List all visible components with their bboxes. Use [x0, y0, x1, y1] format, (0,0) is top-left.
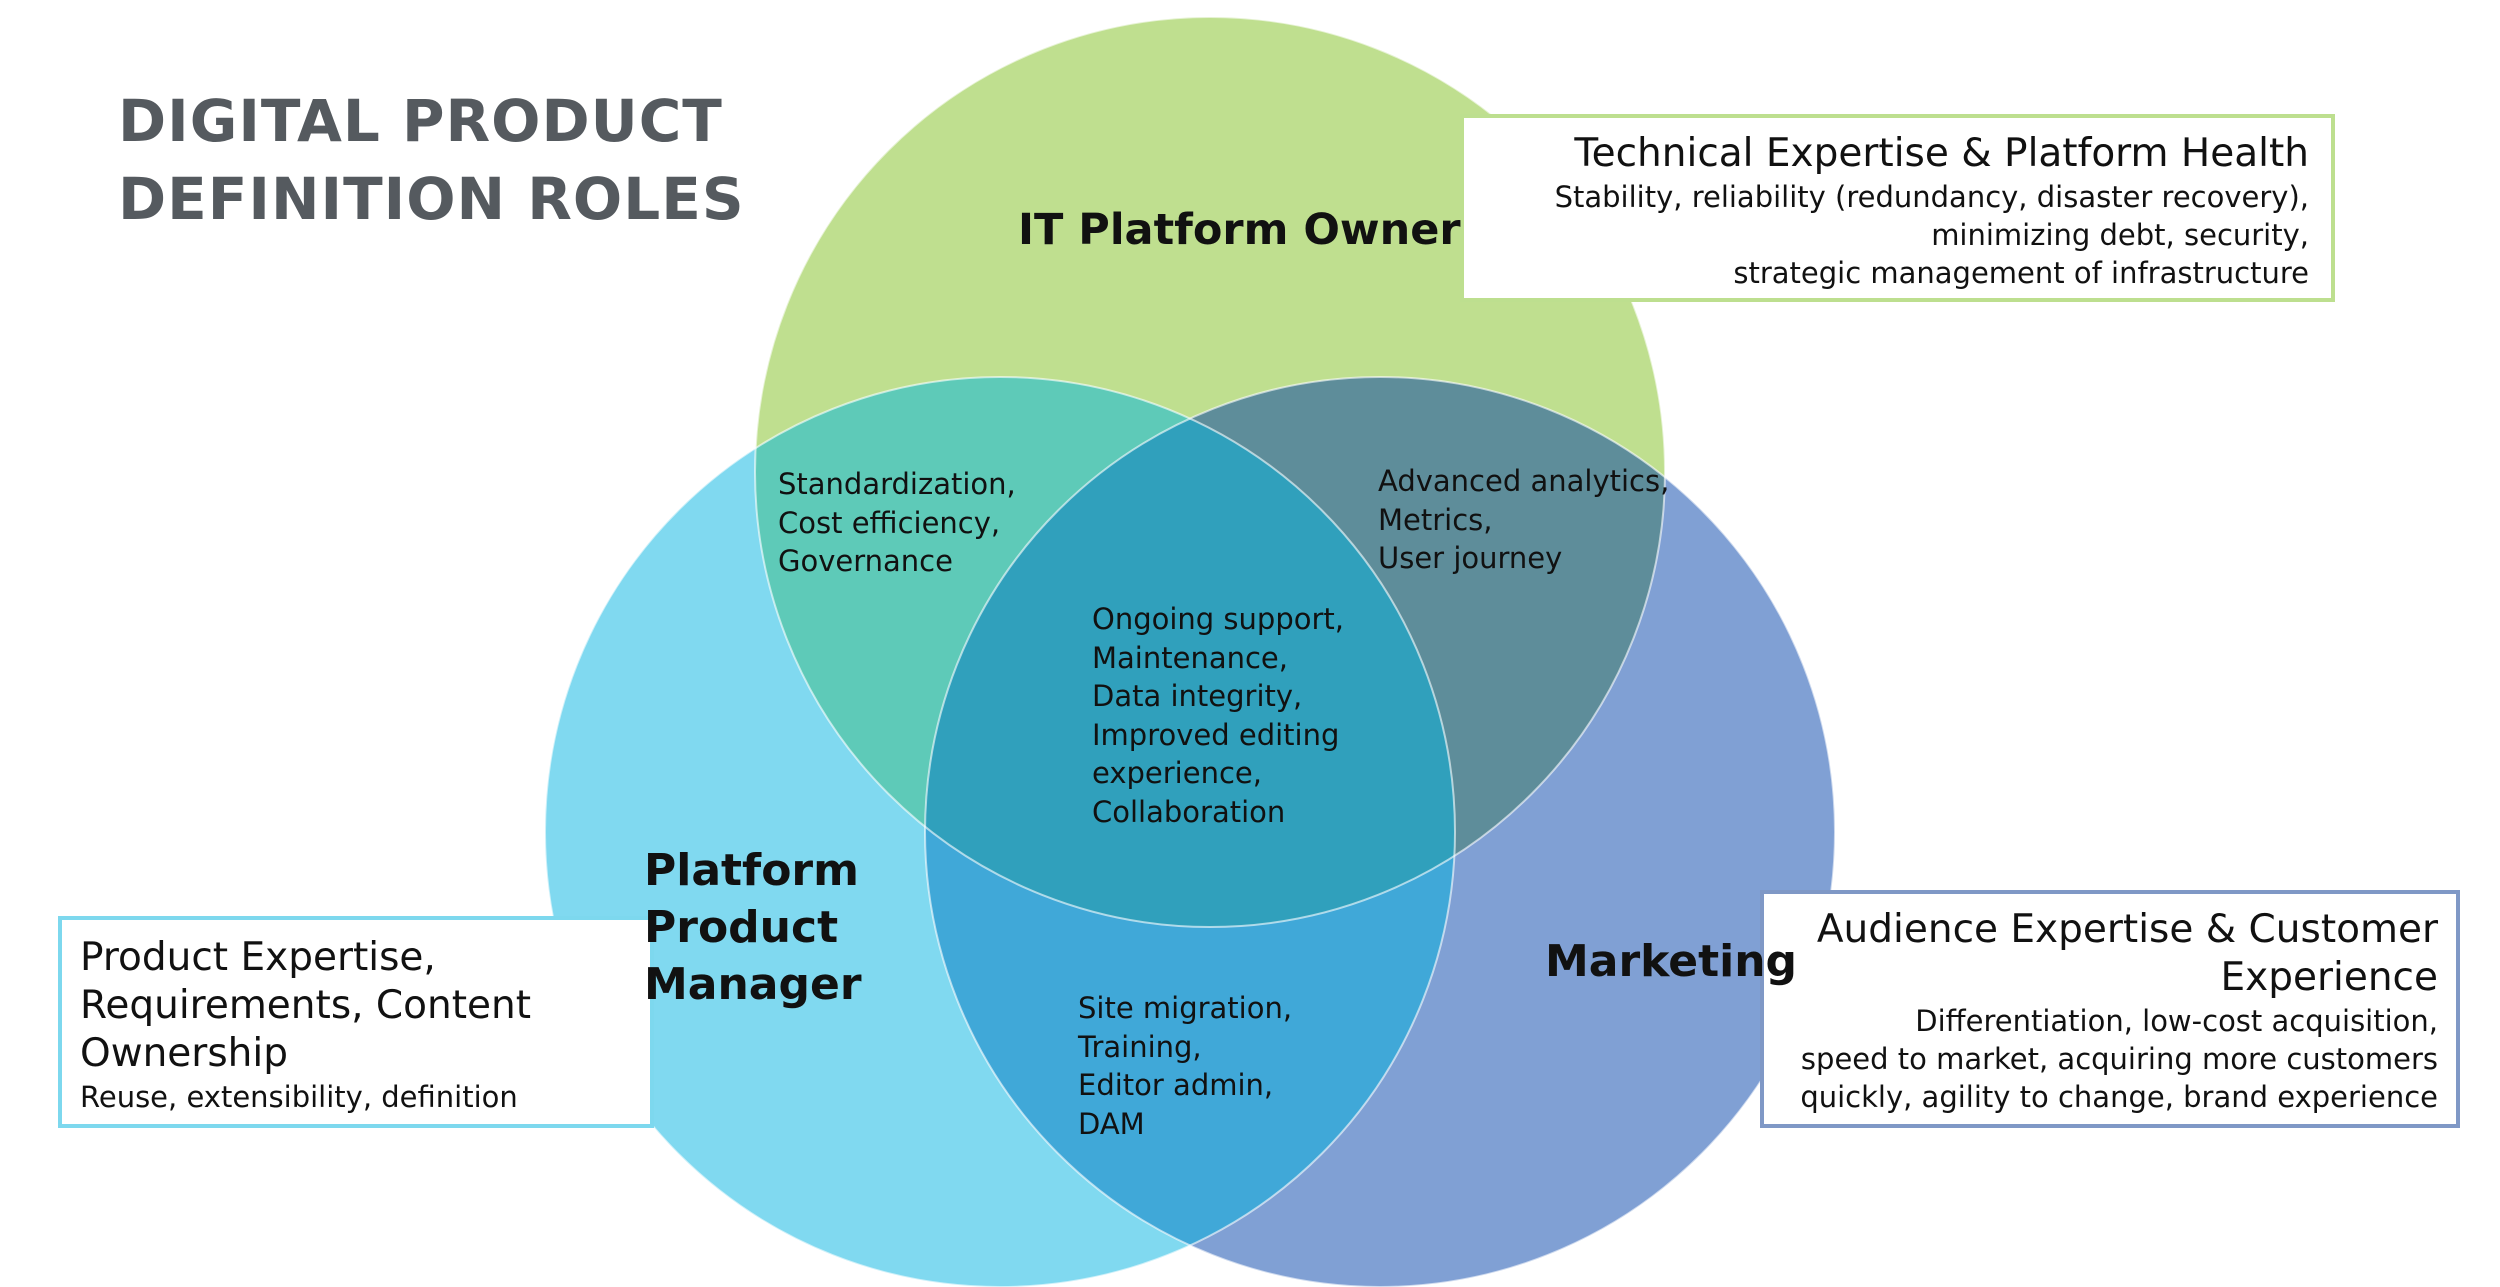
- overlap-line: Editor admin,: [1078, 1068, 1274, 1102]
- overlap-line: experience,: [1092, 756, 1262, 790]
- it-pm-overlap-text: Standardization, Cost efficiency, Govern…: [778, 465, 1016, 581]
- overlap-line: Training,: [1078, 1029, 1202, 1064]
- heading-line: Requirements, Content: [80, 983, 532, 1028]
- pm-circle-outline: [544, 376, 1456, 1287]
- description-line: strategic management of infrastructure: [1733, 256, 2309, 290]
- center-overlap: [925, 377, 1455, 927]
- pm-marketing-overlap-text: Site migration, Training, Editor admin, …: [1078, 989, 1292, 1143]
- overlap-line: DAM: [1078, 1106, 1145, 1141]
- marketing-circle-outline: [924, 376, 1836, 1287]
- description-line: Differentiation, low-cost acquisition,: [1915, 1004, 2438, 1038]
- overlap-line: Collaboration: [1092, 794, 1286, 829]
- heading-line: Technical Expertise & Platform Health: [1574, 131, 2309, 176]
- overlap-line: Standardization,: [778, 467, 1016, 501]
- overlap-line: Maintenance,: [1092, 640, 1288, 675]
- title-line: DEFINITION ROLES: [118, 165, 745, 233]
- it-box-description: Stability, reliability (redundancy, disa…: [1464, 178, 2309, 292]
- overlap-line: Site migration,: [1078, 991, 1293, 1025]
- heading-line: Ownership: [80, 1031, 288, 1076]
- platform-product-manager-label: Platform Product Manager: [644, 842, 862, 1013]
- overlap-line: Cost efficiency,: [778, 505, 1001, 540]
- heading-line: Audience Expertise & Customer: [1816, 907, 2438, 952]
- heading-line: Experience: [2220, 955, 2439, 1000]
- label-line: Manager: [644, 959, 862, 1010]
- label-line: Product: [644, 902, 839, 953]
- overlap-line: Data integrity,: [1092, 679, 1303, 713]
- it-platform-owner-description-box: Technical Expertise & Platform Health St…: [1460, 114, 2335, 302]
- center-overlap-text: Ongoing support, Maintenance, Data integ…: [1092, 600, 1344, 831]
- description-line: Reuse, extensibility, definition: [80, 1080, 518, 1114]
- it-marketing-overlap-text: Advanced analytics, Metrics, User journe…: [1378, 462, 1669, 578]
- heading-line: Product Expertise,: [80, 935, 436, 980]
- title-line: DIGITAL PRODUCT: [118, 87, 723, 155]
- description-line: speed to market, acquiring more customer…: [1800, 1042, 2438, 1076]
- it-platform-owner-label: IT Platform Owner: [1018, 205, 1461, 255]
- page-title: DIGITAL PRODUCT DEFINITION ROLES: [118, 82, 745, 238]
- overlap-line: Improved editing: [1092, 717, 1340, 752]
- overlap-line: Metrics,: [1378, 502, 1493, 537]
- description-line: quickly, agility to change, brand experi…: [1800, 1080, 2438, 1114]
- description-line: minimizing debt, security,: [1931, 218, 2309, 252]
- marketing-label: Marketing: [1545, 936, 1798, 987]
- overlap-line: Ongoing support,: [1092, 602, 1344, 636]
- it-box-heading: Technical Expertise & Platform Health: [1464, 130, 2309, 178]
- marketing-box-description: Differentiation, low-cost acquisition, s…: [1764, 1002, 2438, 1116]
- label-line: Platform: [644, 845, 859, 896]
- platform-product-manager-description-box: Product Expertise, Requirements, Content…: [58, 916, 654, 1128]
- marketing-description-box: Audience Expertise & Customer Experience…: [1760, 890, 2460, 1128]
- description-line: Stability, reliability (redundancy, disa…: [1554, 180, 2309, 214]
- marketing-box-heading: Audience Expertise & Customer Experience: [1764, 906, 2438, 1002]
- pm-box-heading: Product Expertise, Requirements, Content…: [80, 934, 650, 1078]
- it-circle-outline: [754, 16, 1666, 928]
- overlap-line: Governance: [778, 544, 953, 578]
- overlap-line: User journey: [1378, 541, 1563, 575]
- overlap-line: Advanced analytics,: [1378, 464, 1670, 498]
- pm-box-description: Reuse, extensibility, definition: [80, 1078, 650, 1116]
